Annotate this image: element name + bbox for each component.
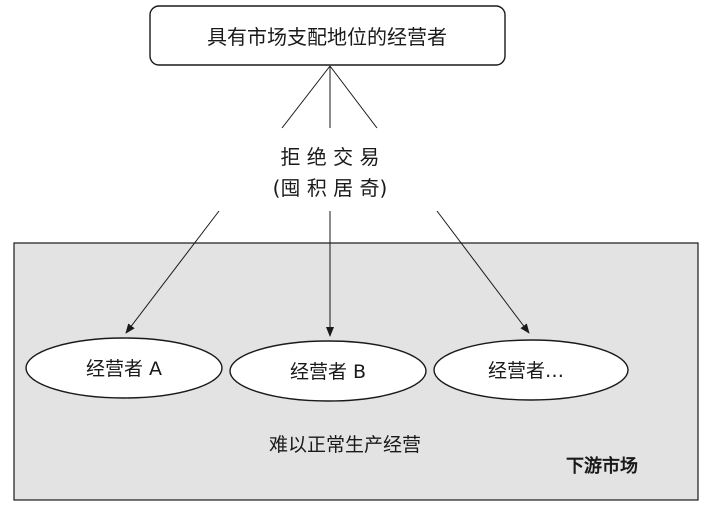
operator-others-label: 经营者… xyxy=(488,360,564,382)
dominant-operator-box xyxy=(149,5,506,66)
consequence-label: 难以正常生产经营 xyxy=(269,434,421,456)
arrow-to-operator-a xyxy=(125,210,220,334)
connector-line-left xyxy=(281,65,331,129)
operator-b-ellipse xyxy=(229,340,427,402)
downstream-market-label: 下游市场 xyxy=(566,455,638,477)
arrow-to-operator-others xyxy=(436,210,530,334)
operator-a-label: 经营者 A xyxy=(86,358,162,380)
operator-others-node: 经营者… xyxy=(433,339,629,401)
operator-b-label: 经营者 B xyxy=(290,361,366,383)
operator-a-node: 经营者 A xyxy=(25,337,223,399)
operator-b-node: 经营者 B xyxy=(229,340,427,402)
dominant-operator-label: 具有市场支配地位的经营者 xyxy=(207,25,447,49)
operator-others-ellipse xyxy=(433,339,629,401)
hoarding-label: (囤 积 居 奇) xyxy=(273,176,388,200)
connector-line-right xyxy=(329,65,378,129)
operator-a-ellipse xyxy=(25,337,223,399)
refusal-to-deal-label: 拒 绝 交 易 xyxy=(280,145,379,169)
